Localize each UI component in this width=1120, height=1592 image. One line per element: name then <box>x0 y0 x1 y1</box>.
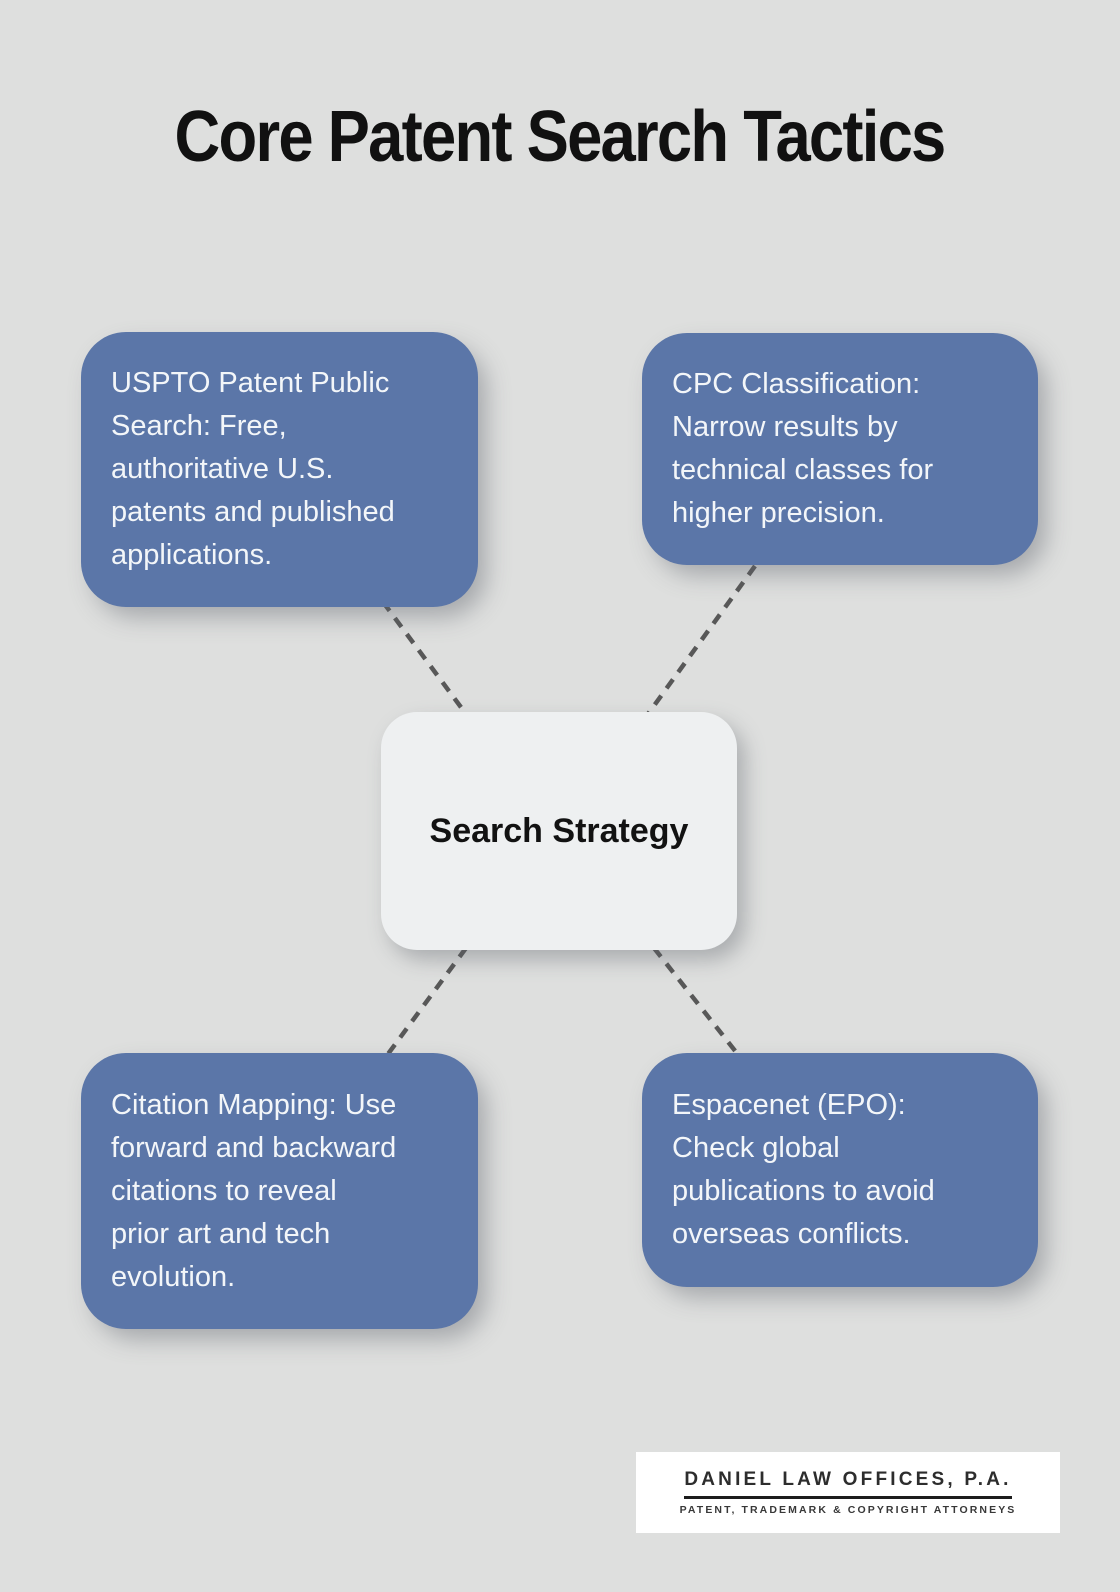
node-espacenet: Espacenet (EPO): Check global publicatio… <box>642 1053 1038 1287</box>
node-cpc-text: CPC Classification: Narrow results by te… <box>672 368 934 529</box>
connector-line-top-left <box>381 600 468 716</box>
node-cpc: CPC Classification: Narrow results by te… <box>642 333 1038 565</box>
connector-line-top-right <box>646 564 757 716</box>
footer-logo: DANIEL LAW OFFICES, P.A. PATENT, TRADEMA… <box>636 1452 1060 1533</box>
node-search-strategy: Search Strategy <box>381 712 737 950</box>
node-espacenet-text: Espacenet (EPO): Check global publicatio… <box>672 1089 935 1250</box>
page-title: Core Patent Search Tactics <box>0 96 1120 178</box>
node-search-strategy-label: Search Strategy <box>429 811 689 850</box>
connector-line-bottom-left <box>386 946 468 1056</box>
footer-logo-name: DANIEL LAW OFFICES, P.A. <box>684 1469 1012 1499</box>
node-uspto: USPTO Patent Public Search: Free, author… <box>81 332 478 607</box>
node-citation-mapping: Citation Mapping: Use forward and backwa… <box>81 1053 478 1329</box>
node-uspto-text: USPTO Patent Public Search: Free, author… <box>111 367 395 571</box>
footer-logo-tagline: PATENT, TRADEMARK & COPYRIGHT ATTORNEYS <box>679 1504 1017 1516</box>
page-title-text: Core Patent Search Tactics <box>174 97 947 177</box>
node-citation-mapping-text: Citation Mapping: Use forward and backwa… <box>111 1088 397 1293</box>
connector-line-bottom-right <box>652 946 738 1054</box>
